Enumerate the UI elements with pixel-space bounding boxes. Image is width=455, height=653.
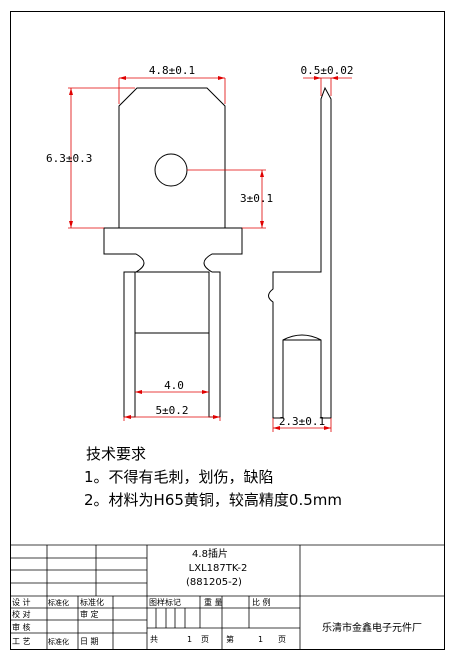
total-pages: 1 <box>187 635 192 644</box>
dim-leg-outer: 5±0.2 <box>155 404 188 417</box>
company-name: 乐清市金鑫电子元件厂 <box>322 621 422 634</box>
label-page-no: 第 <box>226 634 234 644</box>
side-view <box>268 86 332 419</box>
label-check: 校 对 <box>12 609 31 619</box>
label-weight: 重 量 <box>204 597 223 607</box>
drawing-border <box>10 11 445 650</box>
requirement-item-1: 1。不得有毛刺，划伤，缺陷 <box>84 468 274 486</box>
label-audit: 审 核 <box>12 622 31 632</box>
label-design: 设 计 <box>12 597 31 607</box>
label-scale: 比 例 <box>252 597 271 607</box>
label-page-unit-1: 页 <box>201 635 209 644</box>
part-name: 4.8插片 <box>192 547 228 560</box>
label-total: 共 <box>150 635 158 644</box>
dim-height: 6.3±0.3 <box>46 152 92 165</box>
dim-thickness: 0.5±0.02 <box>301 64 354 77</box>
dim-leg-inner: 4.0 <box>164 379 184 392</box>
label-stage-mark: 图样标记 <box>149 597 181 607</box>
label-review: 审 定 <box>80 609 99 619</box>
side-profile <box>268 86 332 419</box>
label-page-unit-2: 页 <box>278 635 286 644</box>
front-view <box>103 87 243 418</box>
dimension-lines <box>68 76 352 432</box>
label-standardize: 标准化 <box>80 597 104 607</box>
dim-hole-offset: 3±0.1 <box>240 192 273 205</box>
part-code: LXL187TK-2 <box>189 563 248 574</box>
dim-side-bottom: 2.3±0.1 <box>279 415 325 428</box>
part-sub-code: (881205-2) <box>186 577 242 588</box>
label-sign-1: 标准化 <box>48 598 69 607</box>
detent-hole <box>154 153 188 187</box>
label-date: 日 期 <box>80 637 99 646</box>
label-sign-2: 标准化 <box>48 637 69 646</box>
dim-width-top: 4.8±0.1 <box>149 64 195 77</box>
requirement-item-2: 2。材料为H65黄铜，较高精度0.5mm <box>84 491 342 509</box>
label-process: 工 艺 <box>12 637 31 646</box>
terminal-outline <box>103 87 243 418</box>
title-block <box>10 544 444 649</box>
requirements-heading: 技术要求 <box>86 445 146 463</box>
page-number: 1 <box>258 635 263 644</box>
